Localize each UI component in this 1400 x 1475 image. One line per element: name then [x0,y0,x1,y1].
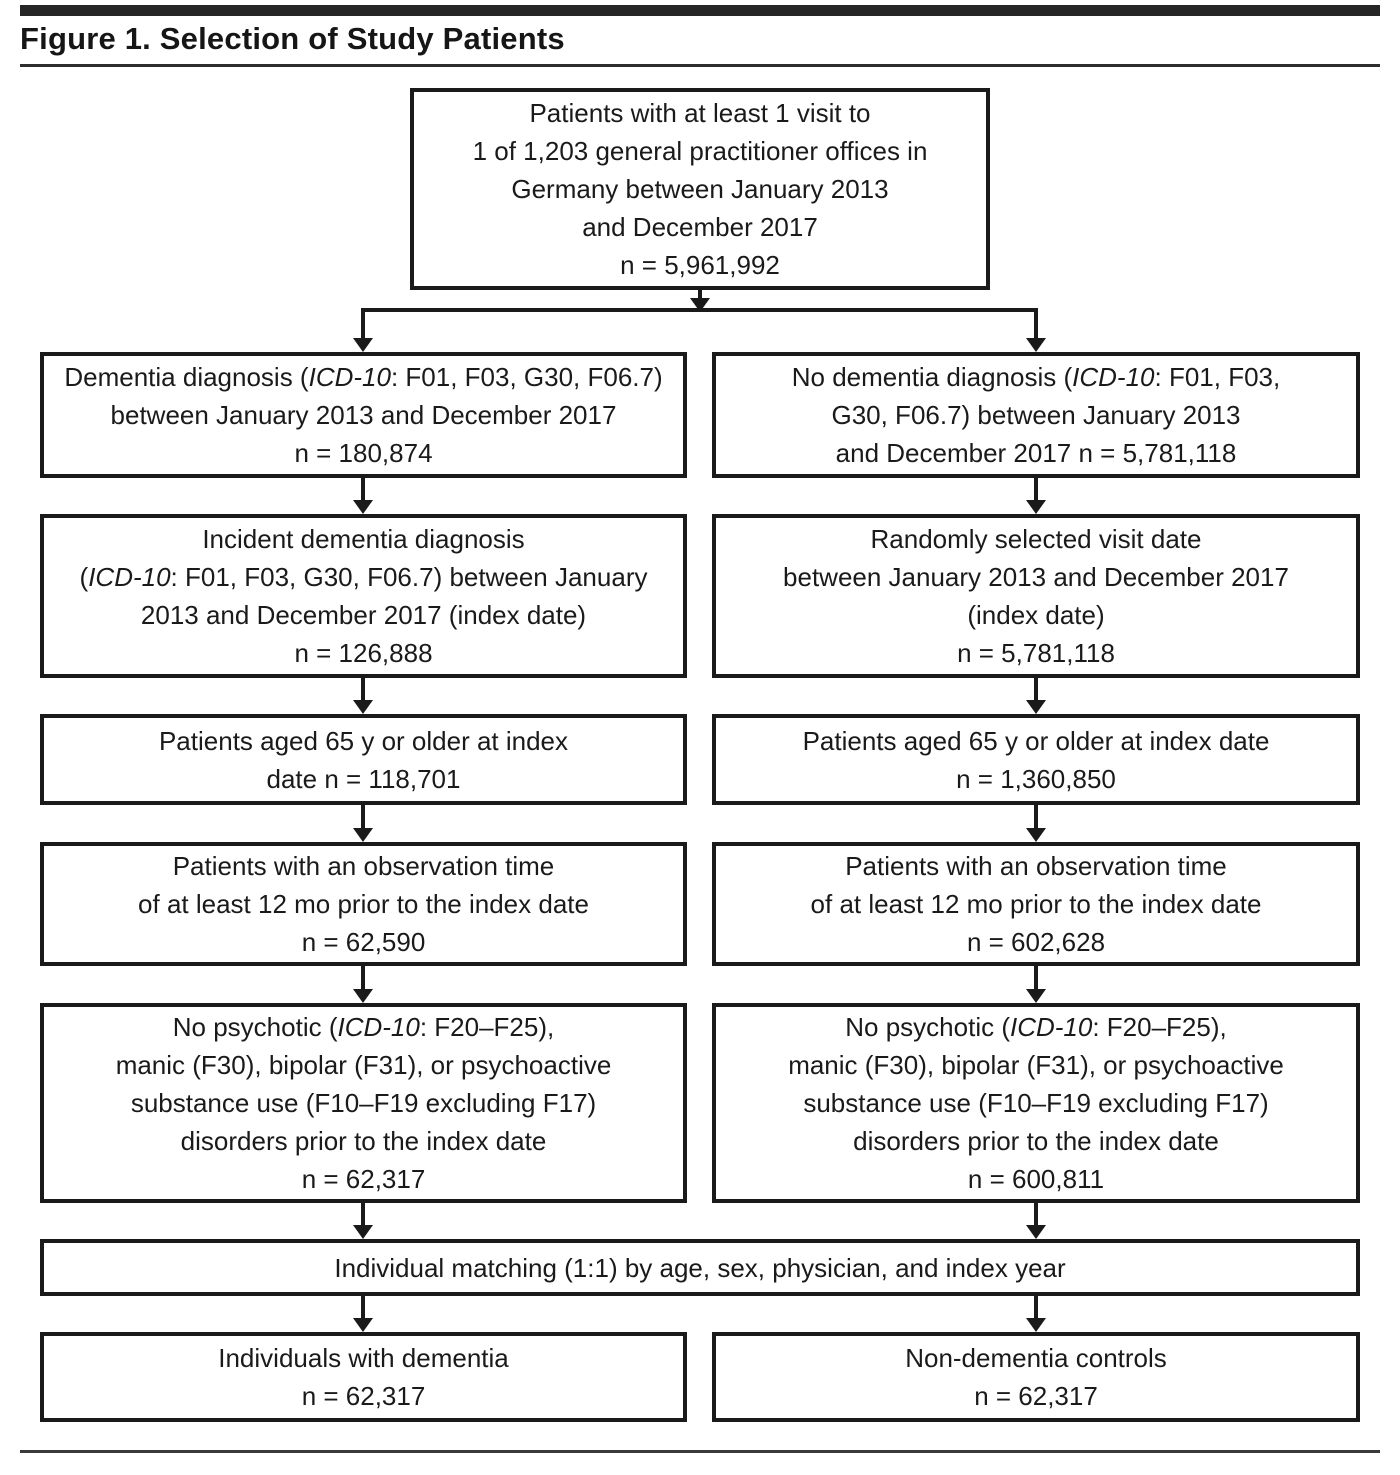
flow-box-individual-matching: Individual matching (1:1) by age, sex, p… [40,1239,1360,1296]
box-text-line: between January 2013 and December 2017 [110,400,617,430]
box-text-line: Patients aged 65 y or older at index dat… [802,725,1270,756]
box-text-line: n = 126,888 [294,638,433,668]
arrow-left-4 [361,966,365,989]
title-divider [20,64,1380,67]
box-text-line: No psychotic (ICD-10: F20–F25), [172,1012,555,1042]
box-text-line: Randomly selected visit date [870,524,1202,554]
box-text-line: n = 180,874 [294,438,433,468]
figure-title: Figure 1. Selection of Study Patients [20,21,565,56]
flow-box-source-population: Patients with at least 1 visit to 1 of 1,… [410,88,990,290]
box-text-line: Patients with an observation time [172,851,555,881]
box-text-line: disorders prior to the index date [180,1126,547,1156]
box-text-line: disorders prior to the index date [853,1126,1219,1156]
arrow-left-5 [361,1203,365,1225]
box-text-line: Non-dementia controls [905,1343,1167,1373]
arrow-left-3 [361,805,365,828]
arrow-right-3 [1034,805,1038,828]
box-text-line: n = 62,590 [301,927,426,957]
box-text-line: Individuals with dementia [218,1343,509,1373]
box-text-line: Patients aged 65 y or older at index [158,725,569,756]
box-text-line: between January 2013 and December 2017 [783,562,1289,592]
flow-box-non-dementia-controls: Non-dementia controls n = 62,317 [712,1332,1360,1422]
flow-box-no-psychotic-dementia: No psychotic (ICD-10: F20–F25), manic (F3… [40,1003,687,1203]
box-text-line: Individual matching (1:1) by age, sex, p… [334,1252,1066,1283]
box-text-line: of at least 12 mo prior to the index dat… [810,889,1262,919]
flow-box-no-psychotic-control: No psychotic (ICD-10: F20–F25), manic (F3… [712,1003,1360,1203]
box-text-line: n = 62,317 [301,1164,426,1194]
box-text-line: manic (F30), bipolar (F31), or psychoact… [788,1050,1284,1080]
arrow-right-5 [1034,1203,1038,1225]
figure-top-bar [20,5,1380,16]
branch-line [361,308,1038,312]
arrow-top-to-branch [698,290,702,298]
box-text-line: manic (F30), bipolar (F31), or psychoact… [115,1050,612,1080]
flow-box-observation-time-control: Patients with an observation time of at l… [712,842,1360,966]
box-text-line: and December 2017 n = 5,781,118 [835,438,1237,468]
box-text-line: n = 602,628 [966,927,1106,957]
arrow-left-2 [361,678,365,700]
flow-box-incident-dementia: Incident dementia diagnosis (ICD-10: F01,… [40,514,687,678]
flow-box-individuals-with-dementia: Individuals with dementia n = 62,317 [40,1332,687,1422]
box-text-line: Dementia diagnosis (ICD-10: F01, F03, G3… [64,362,663,392]
flow-box-no-dementia-diagnosis: No dementia diagnosis (ICD-10: F01, F03,… [712,352,1360,478]
flow-box-random-visit-date: Randomly selected visit date between Janu… [712,514,1360,678]
bottom-divider [20,1450,1380,1453]
box-text-line: and December 2017 [582,212,818,242]
box-text-line: Germany between January 2013 [511,174,889,204]
box-text-line: date n = 118,701 [266,763,461,794]
arrow-left-6 [361,1296,365,1318]
box-text-line: n = 600,811 [967,1164,1105,1194]
flow-box-dementia-diagnosis: Dementia diagnosis (ICD-10: F01, F03, G3… [40,352,687,478]
flow-box-age-65-control: Patients aged 65 y or older at index dat… [712,714,1360,805]
box-text-line: substance use (F10–F19 excluding F17) [803,1088,1269,1118]
box-text-line: n = 5,781,118 [957,638,1115,668]
box-text-line: No psychotic (ICD-10: F20–F25), [845,1012,1227,1042]
arrow-right-4 [1034,966,1038,989]
box-text-line: 1 of 1,203 general practitioner offices … [472,136,928,166]
arrow-right-1 [1034,478,1038,500]
box-text-line: Incident dementia diagnosis [202,524,525,554]
arrow-left-1 [361,478,365,500]
box-text-line: (index date) [967,600,1105,630]
box-text-line: (ICD-10: F01, F03, G30, F06.7) between J… [79,562,648,592]
arrow-right-6 [1034,1296,1038,1318]
box-text-line: n = 1,360,850 [956,763,1116,794]
box-text-line: of at least 12 mo prior to the index dat… [138,889,589,919]
box-text-line: substance use (F10–F19 excluding F17) [130,1088,597,1118]
box-text-line: n = 62,317 [301,1381,426,1411]
box-text-line: Patients with at least 1 visit to [529,98,871,128]
box-text-line: G30, F06.7) between January 2013 [831,400,1241,430]
flow-box-observation-time-dementia: Patients with an observation time of at l… [40,842,687,966]
box-text-line: n = 62,317 [974,1381,1098,1411]
flow-box-age-65-dementia: Patients aged 65 y or older at index date… [40,714,687,805]
box-text-line: No dementia diagnosis (ICD-10: F01, F03, [791,362,1281,392]
box-text-line: 2013 and December 2017 (index date) [140,600,587,630]
arrow-branch-right [1034,312,1038,338]
arrow-branch-left [361,312,365,338]
box-text-line: n = 5,961,992 [620,250,780,280]
arrow-right-2 [1034,678,1038,700]
box-text-line: Patients with an observation time [845,851,1227,881]
